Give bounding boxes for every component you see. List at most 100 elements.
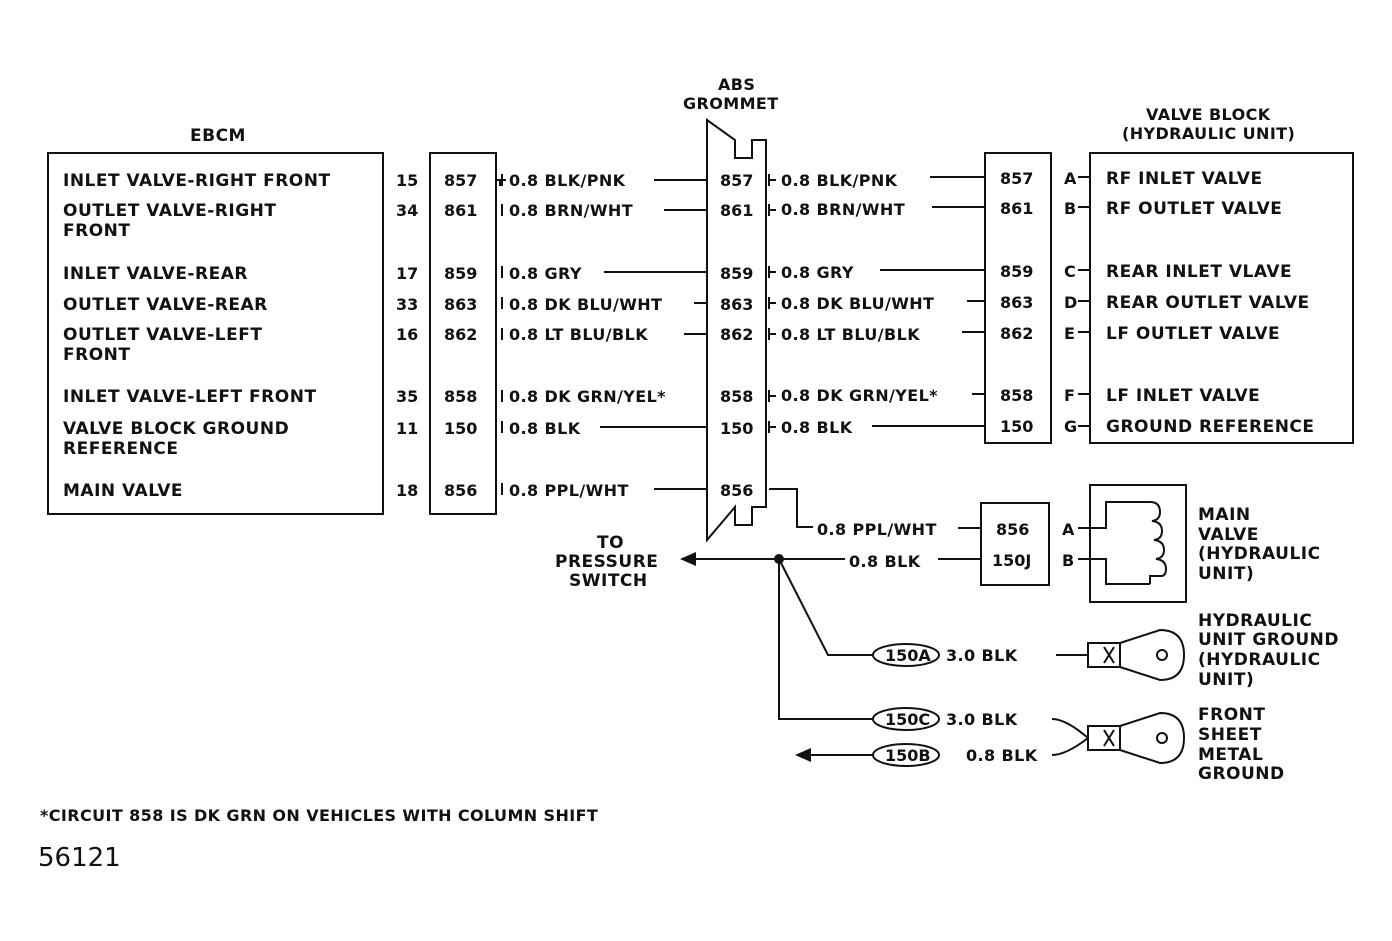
splice-tag: 150B bbox=[885, 746, 931, 765]
connector-circuit: 150 bbox=[444, 419, 477, 438]
ebcm-pin: 35 bbox=[396, 387, 418, 406]
vb-pin: E bbox=[1064, 324, 1075, 343]
right-wires bbox=[872, 176, 985, 427]
valve-block-box bbox=[1089, 152, 1354, 444]
vb-circuit: 862 bbox=[1000, 324, 1033, 343]
arrow-left-icon bbox=[795, 748, 811, 762]
splice-tag: 150A bbox=[885, 646, 931, 665]
mv-pin: B bbox=[1062, 551, 1074, 570]
branch-150a bbox=[778, 558, 874, 656]
front-ground-label: FRONT bbox=[1198, 705, 1265, 725]
ebcm-label: INLET VALVE-LEFT FRONT bbox=[63, 387, 317, 407]
front-ground-label: METAL bbox=[1198, 745, 1263, 765]
footnote: *CIRCUIT 858 IS DK GRN ON VEHICLES WITH … bbox=[40, 806, 598, 825]
front-ground-label: SHEET bbox=[1198, 725, 1262, 745]
vb-label: REAR INLET VLAVE bbox=[1106, 262, 1292, 282]
grommet-circuit: 858 bbox=[720, 387, 753, 406]
vb-label: REAR OUTLET VALVE bbox=[1106, 293, 1310, 313]
valve-block-title: (HYDRAULIC UNIT) bbox=[1122, 124, 1295, 143]
grommet-title: ABS bbox=[718, 75, 755, 94]
wire-label: 0.8 DK GRN/YEL* bbox=[509, 387, 666, 406]
ebcm-title: EBCM bbox=[190, 126, 246, 146]
connector-circuit: 858 bbox=[444, 387, 477, 406]
grommet-circuit: 857 bbox=[720, 171, 753, 190]
ebcm-label: REFERENCE bbox=[63, 439, 178, 459]
wire-label-right: 0.8 LT BLU/BLK bbox=[781, 325, 920, 344]
main-valve-label: (HYDRAULIC bbox=[1198, 544, 1321, 564]
figure-id: 56121 bbox=[38, 843, 121, 873]
ebcm-pin: 34 bbox=[396, 201, 418, 220]
wire-label: 0.8 LT BLU/BLK bbox=[509, 325, 648, 344]
main-valve-label: VALVE bbox=[1198, 525, 1259, 545]
pressure-switch-label: TO bbox=[597, 533, 624, 553]
pressure-switch-label: PRESSURE bbox=[555, 552, 658, 572]
ebcm-label: OUTLET VALVE-LEFT bbox=[63, 325, 262, 345]
ebcm-pin: 15 bbox=[396, 171, 418, 190]
branch-150c bbox=[778, 559, 874, 720]
wire-label: 0.8 BRN/WHT bbox=[509, 201, 633, 220]
splice-150a bbox=[872, 643, 940, 667]
ebcm-label: MAIN VALVE bbox=[63, 481, 183, 501]
wire-label: 0.8 BLK/PNK bbox=[509, 171, 626, 190]
vb-label: GROUND REFERENCE bbox=[1106, 417, 1315, 437]
wire-label-right: 0.8 GRY bbox=[781, 263, 854, 282]
vb-circuit: 861 bbox=[1000, 199, 1033, 218]
valve-block-connector bbox=[984, 152, 1052, 444]
ebcm-label: INLET VALVE-REAR bbox=[63, 264, 248, 284]
front-ground-label: GROUND bbox=[1198, 764, 1285, 784]
vb-label: LF OUTLET VALVE bbox=[1106, 324, 1280, 344]
wire-label-right: 0.8 DK BLU/WHT bbox=[781, 294, 934, 313]
vb-label: LF INLET VALVE bbox=[1106, 386, 1260, 406]
valve-block-title: VALVE BLOCK bbox=[1146, 105, 1271, 124]
ebcm-label: VALVE BLOCK GROUND bbox=[63, 419, 289, 439]
vb-circuit: 858 bbox=[1000, 386, 1033, 405]
ebcm-pin: 33 bbox=[396, 295, 418, 314]
ebcm-label: INLET VALVE-RIGHT FRONT bbox=[63, 171, 331, 191]
right-wire-taps bbox=[768, 174, 776, 433]
ebcm-label: FRONT bbox=[63, 345, 130, 365]
splice-tag: 150C bbox=[885, 710, 930, 729]
ground-wire: 3.0 BLK bbox=[946, 646, 1018, 665]
vb-circuit: 150 bbox=[1000, 417, 1033, 436]
main-valve-wire-a: 0.8 PPL/WHT bbox=[817, 520, 937, 539]
grommet-circuit: 856 bbox=[720, 481, 753, 500]
vb-circuit: 859 bbox=[1000, 262, 1033, 281]
main-valve-wire-b: 0.8 BLK bbox=[849, 552, 921, 571]
grommet-body bbox=[706, 118, 767, 543]
vb-label: RF INLET VALVE bbox=[1106, 169, 1263, 189]
main-valve-label: MAIN bbox=[1198, 505, 1251, 525]
hydraulic-ground-label: UNIT GROUND bbox=[1198, 630, 1339, 650]
vb-pin: C bbox=[1064, 262, 1076, 281]
vb-label: RF OUTLET VALVE bbox=[1106, 199, 1282, 219]
ebcm-box bbox=[47, 152, 384, 515]
mv-pin: A bbox=[1062, 520, 1075, 539]
ground-wire: 3.0 BLK bbox=[946, 710, 1018, 729]
coil-icon bbox=[1078, 501, 1168, 585]
g150c-stub bbox=[1051, 718, 1089, 739]
g150b-stub bbox=[1051, 737, 1089, 756]
ground-terminal-icon bbox=[1087, 628, 1186, 682]
arrow-left-icon bbox=[680, 552, 696, 566]
wire-label-right: 0.8 BRN/WHT bbox=[781, 200, 905, 219]
grommet-circuit: 859 bbox=[720, 264, 753, 283]
vb-pin: D bbox=[1064, 293, 1077, 312]
wire-label: 0.8 GRY bbox=[509, 264, 582, 283]
wire-label: 0.8 BLK bbox=[509, 419, 581, 438]
connector-circuit: 857 bbox=[444, 171, 477, 190]
ground-wire: 0.8 BLK bbox=[966, 746, 1038, 765]
hydraulic-ground-label: (HYDRAULIC bbox=[1198, 650, 1321, 670]
wire-label-right: 0.8 BLK bbox=[781, 418, 853, 437]
wire-label-right: 0.8 BLK/PNK bbox=[781, 171, 898, 190]
grommet-circuit: 863 bbox=[720, 295, 753, 314]
connector-circuit: 862 bbox=[444, 325, 477, 344]
grommet-circuit: 862 bbox=[720, 325, 753, 344]
vb-pin: F bbox=[1064, 386, 1075, 405]
ground-terminal-icon bbox=[1087, 711, 1186, 765]
ebcm-label: OUTLET VALVE-REAR bbox=[63, 295, 268, 315]
mv-circuit: 150J bbox=[992, 551, 1031, 570]
ebcm-pin: 18 bbox=[396, 481, 418, 500]
vb-circuit: 857 bbox=[1000, 169, 1033, 188]
ebcm-pin: 16 bbox=[396, 325, 418, 344]
ebcm-pin: 11 bbox=[396, 419, 418, 438]
